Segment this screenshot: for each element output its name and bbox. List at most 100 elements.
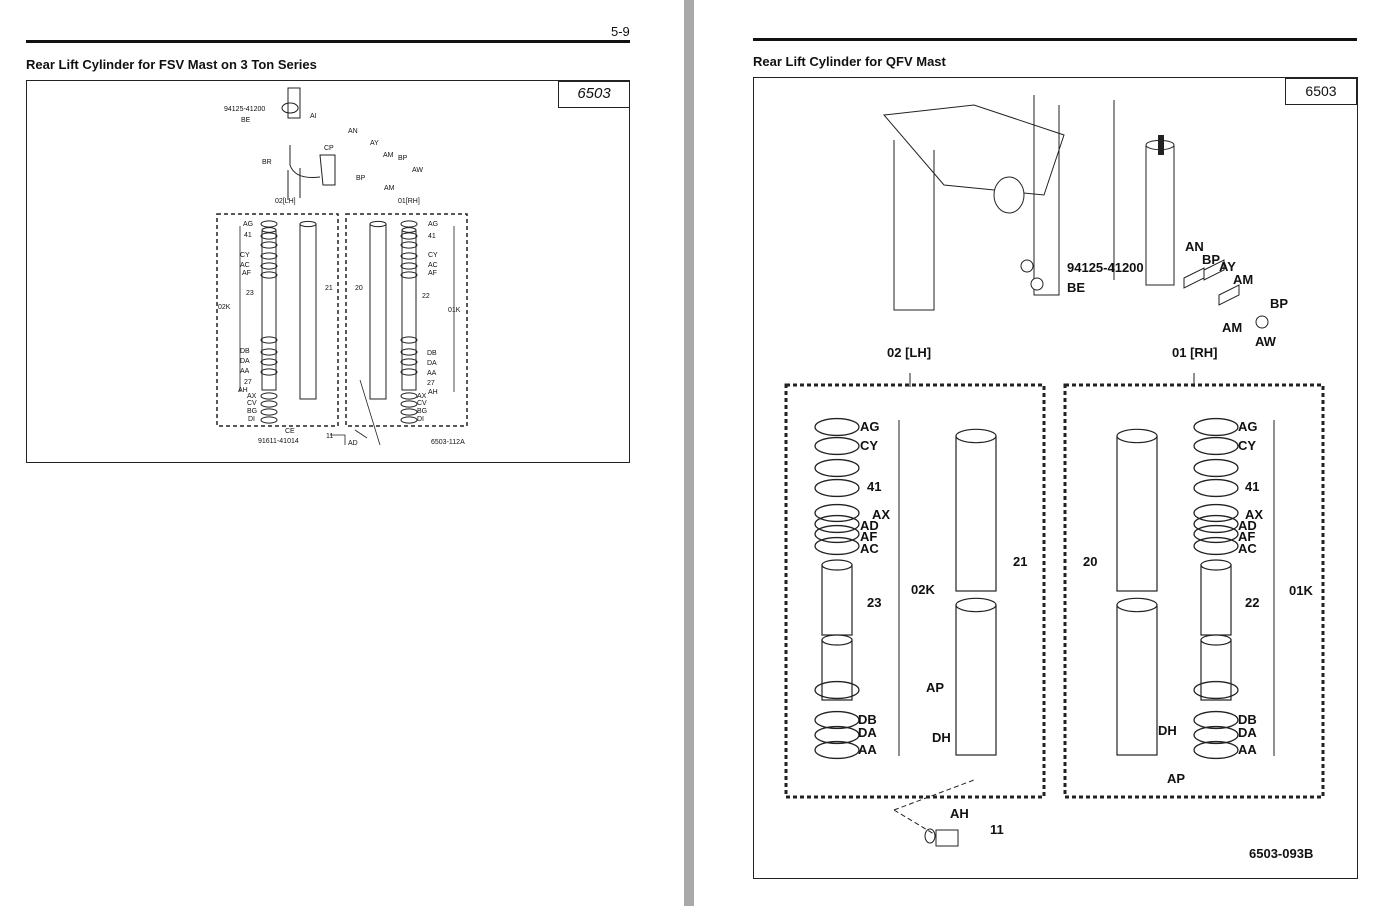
dashed-kit-boundary xyxy=(345,213,468,427)
page-number: 5-9 xyxy=(611,24,630,39)
part-label: AC xyxy=(240,262,250,269)
part-label: AN xyxy=(1185,239,1204,254)
part-label: AH xyxy=(950,806,969,821)
part-label: AC xyxy=(428,262,438,269)
part-label: BE xyxy=(1067,280,1086,295)
tube-end xyxy=(955,428,997,444)
part-label: 23 xyxy=(867,595,882,610)
cylinder-tube xyxy=(821,639,853,701)
seal-ring xyxy=(814,710,860,730)
part-label: AM xyxy=(384,185,395,192)
part-label: 11 xyxy=(990,822,1004,837)
seal-ring xyxy=(814,680,860,700)
part-label: 02K xyxy=(218,304,231,311)
tube-end xyxy=(401,227,417,233)
part-label: AW xyxy=(1255,334,1276,349)
part-label: 02[LH] xyxy=(275,198,296,205)
part-label: AG xyxy=(1238,419,1258,434)
part-label: AX xyxy=(417,393,427,400)
section-title: Rear Lift Cylinder for QFV Mast xyxy=(753,54,946,69)
bracket xyxy=(281,87,301,119)
fitting xyxy=(935,829,959,847)
part-label: AM xyxy=(1222,320,1243,335)
o-ring xyxy=(924,828,936,844)
part-label: AP xyxy=(1167,771,1186,786)
part-label: AD xyxy=(860,518,879,533)
part-label: AC xyxy=(860,541,879,556)
part-label: BP xyxy=(398,155,408,162)
seal-ring xyxy=(400,220,418,228)
part-label: 21 xyxy=(325,285,333,292)
mast-boss xyxy=(993,176,1025,214)
seal-ring xyxy=(260,241,278,249)
part-label: AC xyxy=(1238,541,1257,556)
tube-end xyxy=(1116,428,1158,444)
dashed-kit-boundary xyxy=(216,213,339,427)
seal-ring xyxy=(814,436,860,456)
part-label: CE xyxy=(285,428,295,435)
part-label: AM xyxy=(383,152,394,159)
cylinder-tube xyxy=(821,564,853,636)
part-label: CY xyxy=(240,252,250,259)
mast-structure xyxy=(883,95,1115,311)
part-label: AG xyxy=(428,221,439,228)
seal-ring xyxy=(400,416,418,424)
part-label: AM xyxy=(1233,272,1254,287)
cylinder-tube xyxy=(1200,639,1232,701)
cylinder-tube xyxy=(1145,144,1175,286)
drawing-line xyxy=(354,379,381,446)
seal-ring xyxy=(1193,740,1239,760)
seal-ring xyxy=(1193,478,1239,498)
header-rule xyxy=(26,40,630,43)
part-label: AF xyxy=(1238,529,1256,544)
part-label: DB xyxy=(1238,712,1257,727)
part-label: AX xyxy=(247,393,257,400)
seal-ring xyxy=(814,478,860,498)
header-rule xyxy=(753,38,1357,41)
tube-end xyxy=(821,634,853,646)
part-label: AA xyxy=(427,370,437,377)
part-label: CV xyxy=(247,400,257,407)
seal-ring xyxy=(814,725,860,745)
part-label: AP xyxy=(926,680,945,695)
seal-ring xyxy=(814,536,860,556)
part-label: CY xyxy=(860,438,879,453)
seal-ring xyxy=(1193,725,1239,745)
part-label: DA xyxy=(427,360,437,367)
figure-id: 6503-112A xyxy=(431,439,465,446)
part-label: 41 xyxy=(1245,479,1260,494)
part-label: 20 xyxy=(1083,554,1098,569)
washer xyxy=(1020,259,1034,273)
part-label: AX xyxy=(1245,507,1264,522)
tube-end xyxy=(955,597,997,613)
part-label: DB xyxy=(240,348,250,355)
part-label: 94125-41200 xyxy=(1067,260,1144,275)
seal-ring xyxy=(260,392,278,400)
part-label: AD xyxy=(348,440,358,447)
seal-ring xyxy=(400,358,418,366)
seal-ring xyxy=(400,348,418,356)
exploded-diagram-fsv xyxy=(216,87,468,446)
seal-ring xyxy=(260,408,278,416)
seal-ring xyxy=(1193,436,1239,456)
tube-end xyxy=(299,220,317,228)
part-label: AH xyxy=(428,389,438,396)
cylinder-tube xyxy=(1116,435,1158,592)
part-label: DB xyxy=(858,712,877,727)
part-label: CY xyxy=(428,252,438,259)
seal-ring xyxy=(260,400,278,408)
part-label: BP xyxy=(356,175,366,182)
figure-tag: 6503 xyxy=(558,81,630,108)
page-divider xyxy=(684,0,694,906)
part-label: DH xyxy=(932,730,951,745)
tube-end xyxy=(1200,559,1232,571)
part-label: 41 xyxy=(244,232,252,239)
part-label: 01K xyxy=(1289,583,1313,598)
part-label: 21 xyxy=(1013,554,1028,569)
part-label: 94125-41200 xyxy=(224,106,266,113)
cylinder-tube xyxy=(299,223,317,400)
part-label: 22 xyxy=(1245,595,1260,610)
part-label: DA xyxy=(858,725,877,740)
cylinder-tube xyxy=(1200,564,1232,636)
part-label: 23 xyxy=(246,290,254,297)
